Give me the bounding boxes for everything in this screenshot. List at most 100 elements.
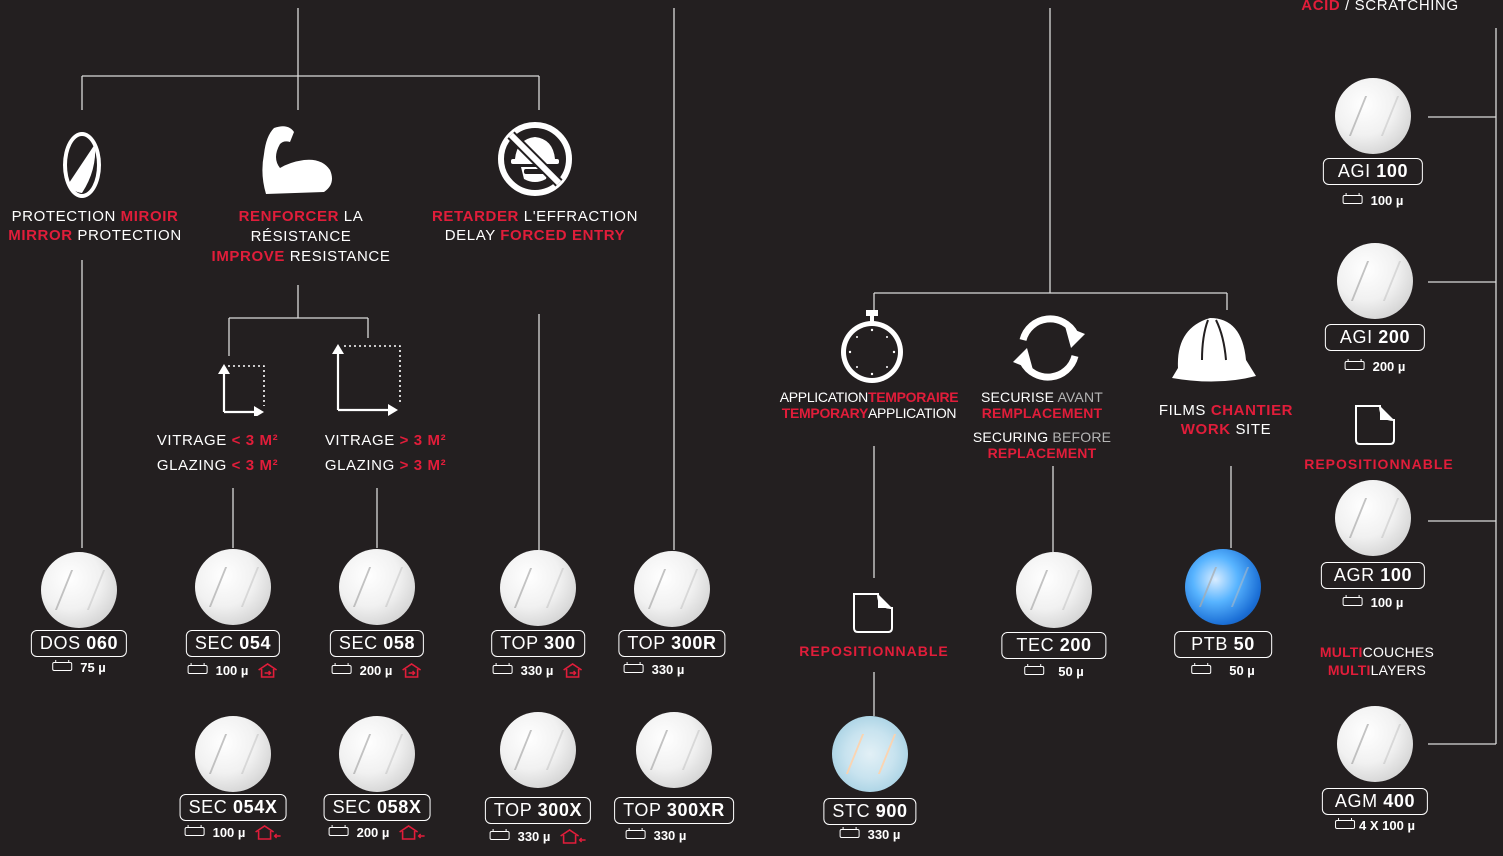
thickness-gauge-icon <box>1335 818 1356 829</box>
film-roll-image <box>832 716 908 792</box>
house-exit-icon <box>559 829 586 844</box>
product-code: SEC 058 <box>329 630 425 657</box>
product-code: AGI 100 <box>1322 158 1424 185</box>
securing-before-replacement-label: SECURISE AVANT REMPLACEMENT SECURING BEF… <box>972 389 1112 461</box>
house-exit-icon <box>398 825 425 840</box>
product-sec-054x[interactable]: SEC 054X 100 µ <box>158 716 308 856</box>
delay-forced-entry-label: RETARDER L'EFFRACTION DELAY FORCED ENTRY <box>431 208 639 244</box>
product-agr-100[interactable]: AGR 100 100 µ <box>1298 480 1448 620</box>
product-sec-058[interactable]: SEC 058 200 µ <box>302 549 452 689</box>
product-code: SEC 058X <box>323 794 431 821</box>
film-roll-image <box>41 552 117 628</box>
flexed-arm-icon <box>262 126 332 194</box>
thickness: 200 µ <box>1344 359 1405 375</box>
thickness: 200 µ <box>328 824 426 841</box>
product-code: PTB 50 <box>1174 631 1272 658</box>
repositionable-icon <box>853 593 893 633</box>
thickness: 100 µ <box>187 662 279 679</box>
thickness-gauge-icon <box>839 827 860 838</box>
mirror-protection-label: PROTECTION MIROIR MIRROR PROTECTION <box>8 208 182 244</box>
product-code: SEC 054X <box>179 794 287 821</box>
product-code: AGR 100 <box>1320 562 1426 589</box>
product-code: STC 900 <box>823 798 917 825</box>
product-code: TOP 300X <box>484 797 592 824</box>
thickness: 100 µ <box>1342 193 1403 209</box>
film-roll-image <box>500 550 576 626</box>
product-agi-200[interactable]: AGI 200 200 µ <box>1300 243 1450 383</box>
product-code: TOP 300XR <box>614 797 734 824</box>
film-roll-image <box>1335 78 1411 154</box>
repositionable-icon <box>1355 405 1395 445</box>
product-dos-060[interactable]: DOS 060 75 µ <box>4 552 154 692</box>
small-glazing-icon <box>218 364 265 416</box>
product-sec-054[interactable]: SEC 054 100 µ <box>158 549 308 689</box>
thickness: 200 µ <box>331 662 423 679</box>
product-agm-400[interactable]: AGM 400 4 X 100 µ <box>1300 706 1450 846</box>
product-top-300[interactable]: TOP 300 330 µ <box>463 550 613 690</box>
thickness-gauge-icon <box>187 663 208 674</box>
product-top-300xr[interactable]: TOP 300XR 330 µ <box>599 712 749 852</box>
repositionable-label: REPOSITIONNABLE <box>799 643 949 659</box>
thickness-gauge-icon <box>489 829 510 840</box>
thickness-gauge-icon <box>52 660 73 671</box>
product-ptb-50[interactable]: PTB 50 50 µ <box>1148 549 1298 689</box>
thickness-gauge-icon <box>184 825 205 836</box>
thickness: 100 µ <box>1342 595 1403 611</box>
thickness-gauge-icon <box>623 662 644 673</box>
film-roll-image <box>339 549 415 625</box>
small-glazing-label: VITRAGE < 3 M² GLAZING < 3 M² <box>156 432 279 474</box>
house-exit-icon <box>254 825 281 840</box>
film-roll-image <box>634 551 710 627</box>
no-burglar-icon <box>498 122 572 196</box>
film-roll-image <box>1337 243 1413 319</box>
film-roll-image <box>1335 480 1411 556</box>
film-roll-image <box>1016 552 1092 628</box>
temporary-application-label: APPLICATIONTEMPORAIRE TEMPORARYAPPLICATI… <box>779 389 959 421</box>
large-glazing-label: VITRAGE > 3 M² GLAZING > 3 M² <box>324 432 447 474</box>
multilayers-label: MULTICOUCHES MULTILAYERS <box>1319 644 1435 678</box>
stopwatch-icon <box>841 310 903 383</box>
thickness: 50 µ <box>1024 664 1084 680</box>
thickness-gauge-icon <box>1344 359 1365 370</box>
house-entry-icon <box>257 663 277 678</box>
thickness: 330 µ <box>623 662 684 678</box>
thickness-gauge-icon <box>328 825 349 836</box>
repositionable-label: REPOSITIONNABLE <box>1304 456 1454 472</box>
product-sec-058x[interactable]: SEC 058X 200 µ <box>302 716 452 856</box>
thickness-gauge-icon <box>625 828 646 839</box>
product-code: TOP 300R <box>618 630 726 657</box>
thickness-gauge-icon <box>1024 664 1045 675</box>
thickness: 50 µ <box>1191 663 1255 679</box>
refresh-icon <box>1013 315 1085 381</box>
thickness-gauge-icon <box>492 663 513 674</box>
thickness-gauge-icon <box>1191 663 1212 674</box>
thickness: 330 µ <box>625 828 686 844</box>
thickness-gauge-icon <box>1342 193 1363 204</box>
film-roll-image <box>500 712 576 788</box>
product-code: AGM 400 <box>1321 788 1429 815</box>
film-roll-image <box>195 549 271 625</box>
large-glazing-icon <box>332 344 401 416</box>
house-entry-icon <box>562 663 582 678</box>
film-roll-image <box>636 712 712 788</box>
hard-hat-icon <box>1172 318 1256 382</box>
product-top-300r[interactable]: TOP 300R 330 µ <box>597 551 747 691</box>
product-stc-900[interactable]: STC 900 330 µ <box>795 716 945 856</box>
improve-resistance-label: RENFORCER LA RÉSISTANCE IMPROVE RESISTAN… <box>211 208 391 265</box>
thickness: 75 µ <box>52 660 106 676</box>
product-code: TEC 200 <box>1001 632 1107 659</box>
film-roll-image <box>1337 706 1413 782</box>
film-roll-image <box>1185 549 1261 625</box>
product-agi-100[interactable]: AGI 100 100 µ <box>1298 78 1448 218</box>
mirror-icon <box>63 132 101 198</box>
acid-scratching-label: ACID / SCRATCHING <box>1301 0 1459 14</box>
product-tec-200[interactable]: TEC 200 50 µ <box>979 552 1129 692</box>
house-entry-icon <box>401 663 421 678</box>
thickness-gauge-icon <box>331 663 352 674</box>
product-top-300x[interactable]: TOP 300X 330 µ <box>463 712 613 852</box>
product-code: TOP 300 <box>491 630 585 657</box>
thickness: 330 µ <box>492 662 584 679</box>
film-roll-image <box>195 716 271 792</box>
thickness: 100 µ <box>184 824 282 841</box>
thickness: 330 µ <box>839 827 900 843</box>
